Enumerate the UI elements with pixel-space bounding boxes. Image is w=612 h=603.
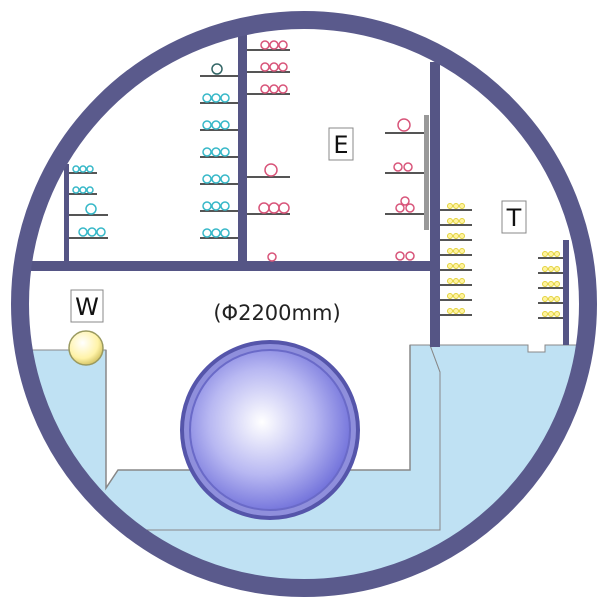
rack-right-outer — [440, 209, 472, 316]
label-w: W — [75, 293, 99, 321]
rack-right-inner — [385, 132, 424, 215]
wall-center — [238, 30, 247, 263]
wall-right — [430, 62, 440, 347]
cables-right-inner — [393, 118, 415, 261]
cables-center-right — [258, 40, 290, 262]
water-main-pipe-inner — [189, 349, 351, 511]
wall-right-panel — [424, 115, 429, 230]
cables-right-outer — [447, 203, 465, 314]
rack-center-left — [200, 75, 238, 239]
wall-left — [64, 164, 69, 264]
label-t: T — [506, 204, 522, 232]
cables-left — [72, 165, 106, 237]
cables-far-right — [542, 251, 560, 317]
pipe-dimension-label: (Φ2200mm) — [213, 301, 340, 325]
cables-center-left — [202, 63, 230, 238]
channel-outline — [105, 345, 411, 491]
rack-far-right — [538, 257, 563, 319]
label-w-box: W — [70, 289, 104, 323]
tank-marker-sphere — [68, 330, 104, 366]
rack-left — [69, 172, 108, 239]
wall-far-right — [563, 240, 569, 345]
label-e-box: E — [328, 127, 354, 161]
label-e: E — [333, 131, 348, 159]
floor-slab — [24, 261, 430, 271]
label-t-box: T — [501, 200, 527, 234]
tunnel-ring — [11, 11, 597, 597]
rack-center-right — [247, 49, 290, 215]
